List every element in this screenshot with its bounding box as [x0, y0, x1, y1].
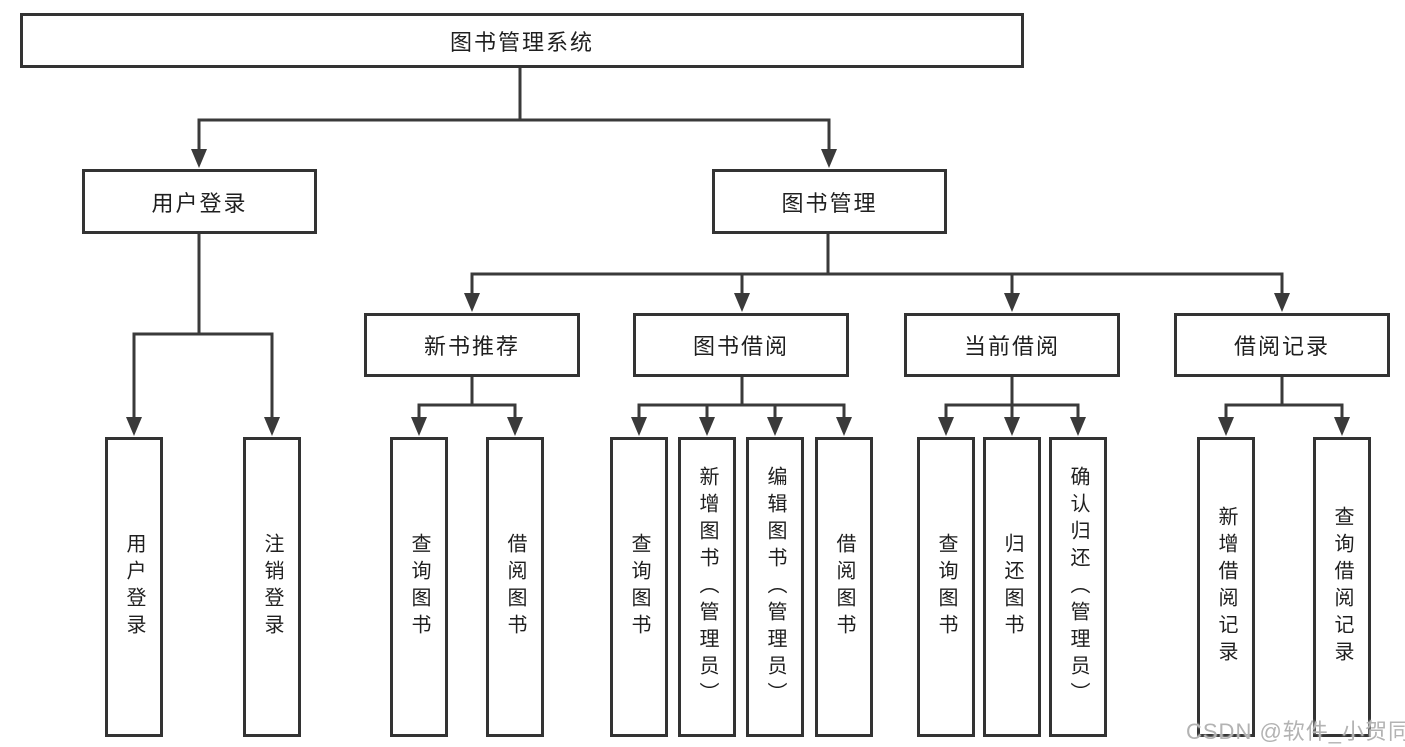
node-root-system: 图书管理系统 — [20, 13, 1024, 68]
leaf-borrowing-borrow-books: 借阅图书 — [815, 437, 873, 737]
node-current-borrowing: 当前借阅 — [904, 313, 1120, 377]
leaf-borrowing-add-books-admin: 新增图书（管理员） — [678, 437, 736, 737]
csdn-watermark: CSDN @软件_小贺同学 — [1186, 719, 1405, 744]
leaf-user-login: 用户登录 — [105, 437, 163, 737]
node-new-book-recommend: 新书推荐 — [364, 313, 580, 377]
leaf-borrowing-edit-books-admin: 编辑图书（管理员） — [746, 437, 804, 737]
leaf-records-query-record: 查询借阅记录 — [1313, 437, 1371, 737]
leaf-recommend-query-books: 查询图书 — [390, 437, 448, 737]
node-book-management: 图书管理 — [712, 169, 947, 234]
leaf-borrowing-query-books: 查询图书 — [610, 437, 668, 737]
leaf-current-query-books: 查询图书 — [917, 437, 975, 737]
leaf-current-return-books: 归还图书 — [983, 437, 1041, 737]
leaf-current-confirm-return-admin: 确认归还（管理员） — [1049, 437, 1107, 737]
node-user-login: 用户登录 — [82, 169, 317, 234]
node-borrowing-records: 借阅记录 — [1174, 313, 1390, 377]
node-book-borrowing: 图书借阅 — [633, 313, 849, 377]
leaf-logout: 注销登录 — [243, 437, 301, 737]
leaf-recommend-borrow-books: 借阅图书 — [486, 437, 544, 737]
leaf-records-add-record: 新增借阅记录 — [1197, 437, 1255, 737]
